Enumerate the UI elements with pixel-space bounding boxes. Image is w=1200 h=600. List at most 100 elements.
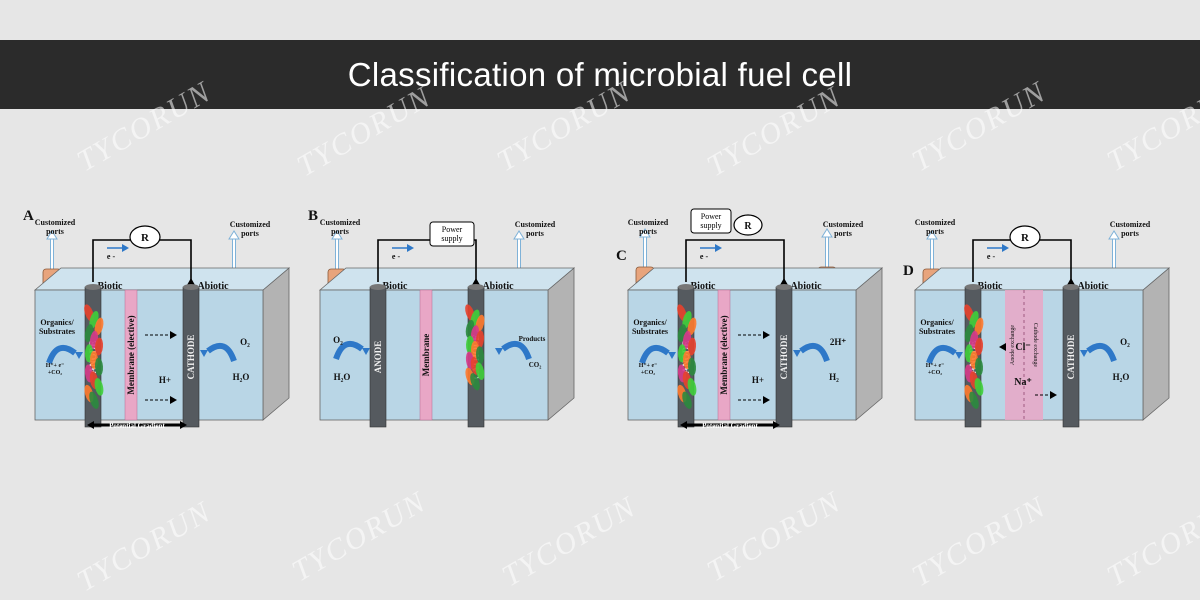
panel-letter: A bbox=[23, 208, 34, 224]
organics-label: Organics/Substrates bbox=[39, 318, 75, 336]
substrate-arrow bbox=[926, 344, 957, 365]
left-reaction-arrow bbox=[333, 340, 364, 361]
tank-side bbox=[1142, 267, 1170, 421]
electron-arrow-head bbox=[1002, 244, 1009, 252]
ion-arrow-bottom-head bbox=[170, 396, 177, 404]
electron-label: e - bbox=[107, 252, 116, 261]
chloride-ion-label: Cl⁻ bbox=[1015, 342, 1030, 353]
sodium-arrow bbox=[1050, 391, 1057, 399]
watermark: TYCORUN bbox=[1101, 490, 1200, 594]
electron-arrow-head bbox=[407, 244, 414, 252]
anode-products-label: H⁺+ e⁻+CO₂ bbox=[46, 362, 65, 376]
power-supply-box bbox=[690, 208, 732, 234]
cathode-top bbox=[776, 284, 792, 290]
circuit-arrow bbox=[187, 278, 195, 285]
cathode-reaction-arrow-head bbox=[200, 350, 208, 357]
panel-letter: B bbox=[308, 208, 318, 224]
membrane-label: Membrane (elective) bbox=[719, 315, 729, 394]
biofilm-cell bbox=[94, 357, 104, 376]
anion-exchange-label: Anode exchange bbox=[1010, 325, 1016, 365]
cathode-reaction-arrow-head bbox=[1080, 350, 1088, 357]
watermark: TYCORUN bbox=[701, 485, 848, 589]
gradient-arrow-left bbox=[680, 421, 687, 429]
membrane bbox=[717, 289, 731, 421]
cathode-top bbox=[1063, 284, 1079, 290]
cathode-reactant-label: O₂ bbox=[240, 337, 250, 347]
abiotic-label: Abiotic bbox=[1077, 281, 1109, 292]
page-title: Classification of microbial fuel cell bbox=[347, 55, 853, 93]
abiotic-label: Abiotic bbox=[197, 281, 229, 292]
potential-gradient-label: Potential Gradient bbox=[109, 422, 165, 430]
biofilm-cell bbox=[974, 317, 984, 336]
biotic-label: Biotic bbox=[978, 281, 1004, 292]
cathode-reactant-label: O₂ bbox=[1120, 337, 1130, 347]
tank-top bbox=[913, 267, 1171, 291]
biofilm-cell bbox=[974, 337, 984, 356]
ion-arrow-top-head bbox=[170, 331, 177, 339]
gradient-arrow-right bbox=[773, 421, 780, 429]
tank-top bbox=[33, 267, 291, 291]
proton-label: H+ bbox=[159, 375, 171, 385]
anode-top bbox=[370, 284, 386, 290]
proton-label: H+ bbox=[752, 375, 764, 385]
biofilm-cell bbox=[475, 362, 485, 380]
biofilm-cell bbox=[89, 391, 99, 409]
tank-front bbox=[34, 289, 264, 421]
circuit-wire bbox=[685, 239, 785, 282]
tank-side bbox=[547, 267, 575, 421]
circuit-arrow bbox=[780, 278, 788, 285]
co2-label: CO₂ bbox=[529, 361, 542, 369]
resistor-label: R bbox=[1021, 232, 1030, 244]
watermark: TYCORUN bbox=[286, 485, 433, 589]
tank-side bbox=[262, 267, 290, 421]
electron-arrow-head bbox=[122, 244, 129, 252]
anode-products-label: H⁺+ e⁻+CO₂ bbox=[926, 362, 945, 376]
gradient-arrow-left bbox=[87, 421, 94, 429]
cathode-reaction-arrow-head bbox=[793, 350, 801, 357]
biofilm-cell bbox=[974, 378, 984, 396]
biofilm-cell bbox=[682, 391, 692, 409]
resistor-label: R bbox=[141, 232, 150, 244]
cathode-product-label: H₂O bbox=[1113, 372, 1130, 382]
chloride-arrow bbox=[999, 343, 1006, 351]
cathode-product-label: H₂ bbox=[829, 372, 839, 382]
watermark: TYCORUN bbox=[71, 495, 218, 599]
biofilm-cell bbox=[475, 330, 485, 349]
port-arrow-head bbox=[513, 230, 525, 240]
membrane bbox=[419, 289, 433, 421]
left-reaction-arrow-head bbox=[362, 348, 370, 355]
sodium-ion-label: Na⁺ bbox=[1014, 377, 1032, 388]
cathode-label: CATHODE bbox=[186, 335, 196, 380]
cathode-top bbox=[468, 284, 484, 290]
power-supply-box bbox=[429, 221, 475, 247]
resistor-label: R bbox=[744, 221, 752, 232]
cathode-label: CATHODE bbox=[779, 335, 789, 380]
cathode-top bbox=[183, 284, 199, 290]
port-arrow-head bbox=[926, 230, 938, 240]
left-reactant-label: O₂ bbox=[333, 335, 343, 345]
port-arrow-head bbox=[46, 230, 58, 240]
biofilm-cell bbox=[974, 357, 984, 376]
anode-products-label: H⁺+ e⁻+CO₂ bbox=[639, 362, 658, 376]
products-arrow bbox=[501, 340, 532, 361]
electron-arrow-head bbox=[715, 244, 722, 252]
abiotic-label: Abiotic bbox=[790, 281, 822, 292]
membrane-label: Membrane (elective) bbox=[126, 315, 136, 394]
abiotic-label: Abiotic bbox=[482, 281, 514, 292]
biotic-label: Biotic bbox=[383, 281, 409, 292]
tank-top bbox=[626, 267, 884, 291]
port-arrow-head bbox=[639, 228, 651, 238]
potential-gradient-label: Potential Gradient bbox=[702, 422, 758, 430]
membrane bbox=[124, 289, 138, 421]
